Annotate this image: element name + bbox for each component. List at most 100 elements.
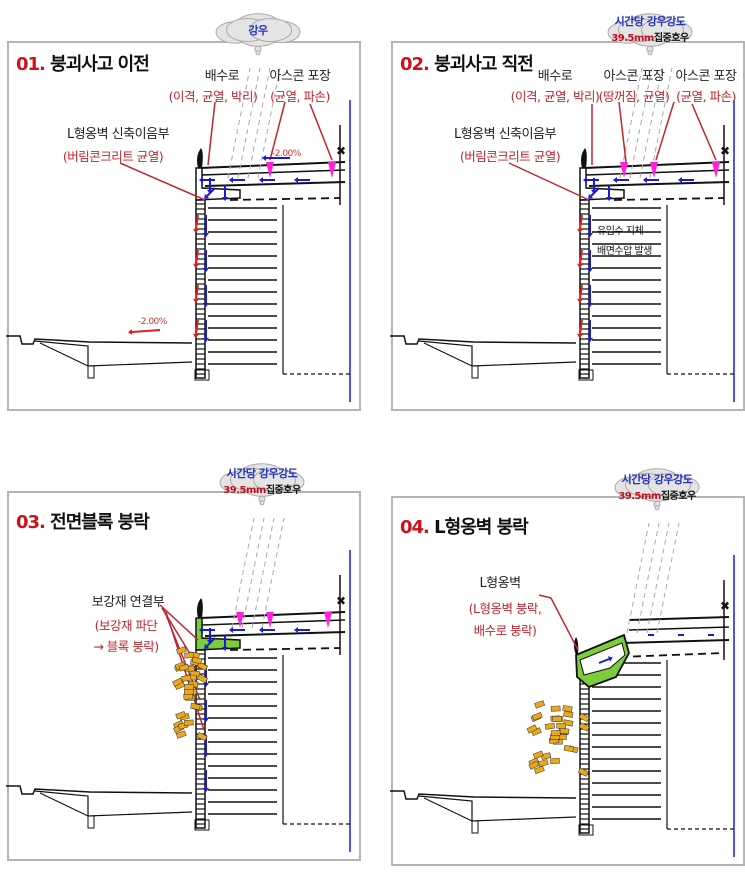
joint-note: (버림콘크리트 균열) xyxy=(62,149,164,164)
cloud-icon xyxy=(607,13,693,56)
arrow-head xyxy=(203,753,209,757)
rain-streak xyxy=(231,517,255,629)
fallen-block xyxy=(191,656,203,665)
cloud-puff xyxy=(641,17,685,43)
pavement-crack-marker xyxy=(266,612,274,628)
arrow-head xyxy=(606,197,612,201)
arrow-head xyxy=(613,177,617,183)
arrow-head xyxy=(587,233,593,237)
arrow-head xyxy=(193,263,199,268)
fallen-block xyxy=(550,757,560,764)
slope-label-bottom: -2.00% xyxy=(138,317,167,327)
arrow-head xyxy=(203,268,209,272)
cloud-drop xyxy=(647,50,653,56)
fallen-block xyxy=(551,715,562,722)
fallen-block xyxy=(175,711,187,720)
arrow-head xyxy=(577,333,583,338)
road-slab xyxy=(588,181,730,187)
water-note-2: 배면수압 발생 xyxy=(597,246,652,257)
panel-title: 붕괴사고 이전 xyxy=(50,54,150,75)
panel-title: 붕괴사고 직전 xyxy=(434,54,534,75)
panel-border xyxy=(391,41,745,411)
wall-footing xyxy=(194,369,210,381)
cloud-text-1: 시간당 강우강도 xyxy=(226,467,298,480)
fence-x-mark: ✖ xyxy=(336,594,346,608)
cloud-puff xyxy=(253,467,297,493)
fence-x-mark: ✖ xyxy=(720,144,730,158)
fallen-block xyxy=(563,710,574,718)
seepage-arrow xyxy=(195,284,199,300)
panel-2: ✖ xyxy=(390,13,745,411)
rain-type: 집중호우 xyxy=(653,33,689,44)
lower-road xyxy=(6,785,193,795)
arrow-head xyxy=(128,329,133,335)
fallen-block xyxy=(175,730,187,739)
leader-line xyxy=(618,101,627,163)
arrow-head xyxy=(678,177,682,183)
arrow-head xyxy=(199,177,203,183)
arrow-head xyxy=(193,298,199,303)
reinforcement-note-2: → 블록 붕락) xyxy=(93,639,159,654)
arrow-head xyxy=(222,647,228,651)
lower-road-support xyxy=(471,820,479,834)
fallen-block xyxy=(190,702,201,711)
arrow-head xyxy=(588,193,594,199)
l-wall-note-1: (L형옹벽 붕락, xyxy=(468,601,542,616)
arrow-head xyxy=(222,197,228,201)
pavement-crack-marker xyxy=(236,612,244,628)
arrow-head xyxy=(229,177,233,183)
rain-streak xyxy=(261,517,285,629)
lower-road-slab xyxy=(418,340,577,367)
fallen-block xyxy=(197,673,208,684)
fallen-block xyxy=(562,705,573,713)
arrow-head xyxy=(203,303,209,307)
arrow-head xyxy=(204,193,210,199)
rain-streak xyxy=(247,67,271,179)
arrow-head xyxy=(229,627,233,633)
lower-road xyxy=(6,335,193,345)
asphalt-label: 아스콘 포장 xyxy=(269,69,331,84)
arrow-head xyxy=(607,656,613,662)
cloud-puff xyxy=(249,17,293,43)
fallen-block xyxy=(196,731,208,742)
pavement-crack-marker xyxy=(620,162,628,178)
fallen-block xyxy=(183,719,194,726)
seepage-arrow xyxy=(195,214,199,230)
pavement-layer xyxy=(585,169,730,176)
cloud-icon xyxy=(219,463,305,506)
panel-border xyxy=(391,496,745,866)
lower-road-slab xyxy=(34,340,193,367)
drain-label: 배수로 xyxy=(204,69,240,84)
arrow-head xyxy=(203,788,209,792)
lower-road-slab xyxy=(418,795,577,822)
fallen-block xyxy=(178,663,190,672)
fallen-block xyxy=(183,688,194,695)
arrow-head xyxy=(294,627,298,633)
panel-border xyxy=(7,41,361,411)
wall-footing xyxy=(578,369,594,381)
lower-road-support xyxy=(87,365,95,379)
seepage-arrow xyxy=(579,319,583,335)
fallen-block xyxy=(181,674,192,682)
cloud-text-1: 시간당 강우강도 xyxy=(621,473,693,486)
fallen-block xyxy=(534,700,546,709)
cloud-text-2: 39.5mm집중호우 xyxy=(223,486,301,496)
rain-streak xyxy=(639,67,663,179)
road-slab xyxy=(204,181,346,187)
leader-line xyxy=(269,101,286,161)
arrow-head xyxy=(203,338,209,342)
fallen-block xyxy=(540,752,552,760)
joint-label: L형옹벽 신축이음부 xyxy=(66,127,170,142)
fence-x-mark: ✖ xyxy=(720,599,730,613)
subbase-dashed xyxy=(619,652,725,658)
panel-4-title: 04. L형옹벽 붕락 xyxy=(400,513,529,539)
rain-amount: 39.5mm xyxy=(618,491,661,502)
rain-streak xyxy=(656,522,680,634)
panel-number: 03. xyxy=(16,512,46,533)
drain-label: 배수로 xyxy=(537,69,573,84)
fallen-block xyxy=(550,730,561,737)
pavement-crack-marker xyxy=(650,162,658,178)
drain-note: (이격, 균열, 박리) xyxy=(510,89,600,104)
